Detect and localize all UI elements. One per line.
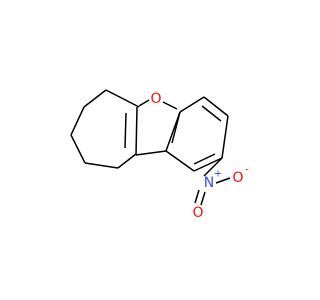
- nitro-group: [194, 157, 231, 206]
- molecule-structure: O N + O - O: [70, 89, 250, 221]
- bond: [105, 89, 140, 108]
- nitro-nitrogen-atom: N: [204, 175, 214, 191]
- bond: [124, 112, 127, 149]
- bond: [135, 106, 138, 156]
- furan-ring: [124, 99, 181, 156]
- benzene-ring: [165, 96, 229, 172]
- bond: [203, 96, 229, 117]
- bond: [84, 162, 119, 169]
- bond: [203, 157, 223, 177]
- bond: [194, 189, 200, 204]
- bond: [193, 157, 223, 172]
- bond: [135, 150, 167, 156]
- cyclohexane-ring: [70, 89, 140, 169]
- bond: [117, 153, 137, 169]
- ring-oxygen-atom: O: [150, 91, 161, 107]
- bond: [221, 115, 229, 159]
- bond: [171, 111, 181, 144]
- bond: [215, 177, 231, 184]
- bond: [193, 153, 216, 165]
- bond: [201, 105, 222, 122]
- nitro-oxygen-single-atom: O: [232, 170, 243, 186]
- bond: [179, 96, 205, 113]
- oxygen-negative-charge: -: [245, 165, 249, 176]
- bond: [165, 150, 195, 172]
- bond: [200, 191, 206, 206]
- bond: [162, 101, 178, 110]
- bond: [138, 99, 150, 107]
- bond: [70, 134, 86, 164]
- nitrogen-positive-charge: +: [214, 169, 222, 180]
- bond: [83, 89, 107, 108]
- nitro-oxygen-double-atom: O: [192, 205, 203, 221]
- bond: [70, 106, 85, 136]
